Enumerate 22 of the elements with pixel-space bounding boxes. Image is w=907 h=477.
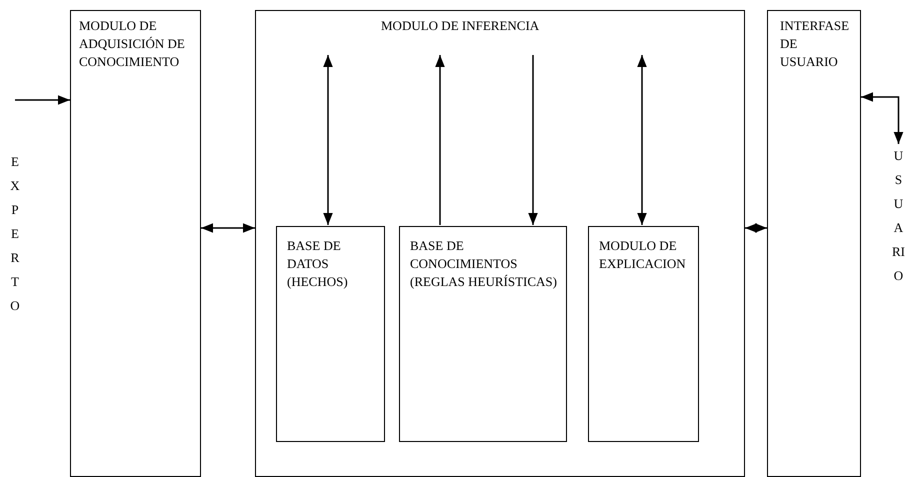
box-title: MODULO DE INFERENCIA	[381, 17, 540, 35]
arrow	[528, 55, 538, 225]
double-arrow	[201, 223, 255, 233]
module-box	[70, 10, 201, 477]
vertical-label: EXPERTO	[8, 92, 22, 318]
box-title: INTERFASE DE USUARIO	[780, 17, 850, 71]
box-title: BASE DE DATOS (HECHOS)	[287, 237, 349, 291]
double-arrow	[637, 55, 647, 225]
arrow	[435, 55, 445, 225]
arrow	[15, 95, 70, 105]
double-arrow	[745, 223, 767, 233]
double-arrow	[861, 92, 904, 144]
vertical-label: USUARIO	[891, 144, 906, 288]
module-frame	[255, 10, 745, 477]
database-box	[276, 226, 385, 442]
box-title: MODULO DE ADQUISICIÓN DE CONOCIMIENTO	[79, 17, 186, 71]
box-title: MODULO DE EXPLICACION	[599, 237, 687, 273]
double-arrow	[323, 55, 333, 225]
knowledge-base-box	[399, 226, 567, 442]
interface-box	[767, 10, 861, 477]
module-box	[588, 226, 699, 442]
box-title: BASE DE CONOCIMIENTOS (REGLAS HEURÍSTICAS)	[410, 237, 558, 291]
